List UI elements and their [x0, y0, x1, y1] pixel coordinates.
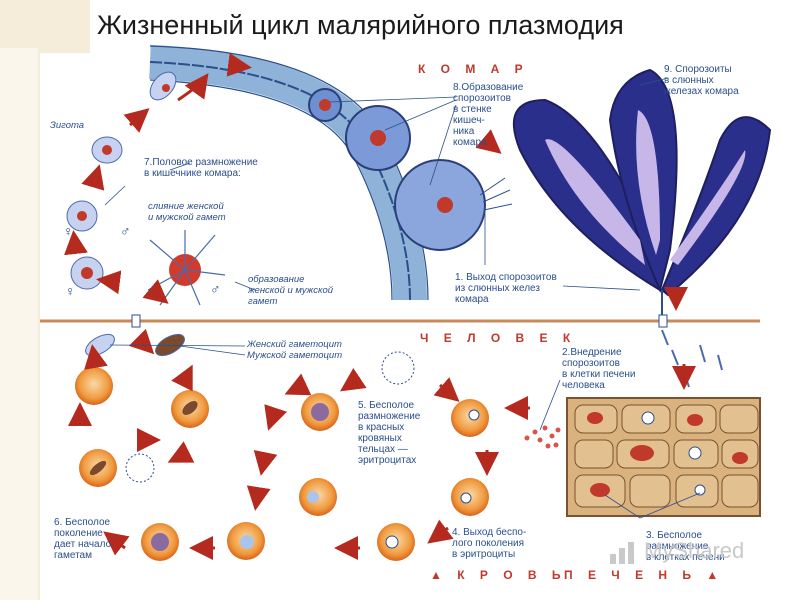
- label-step2-line2: спорозоитов: [562, 358, 620, 369]
- human-arrows: [68, 328, 696, 560]
- label-step8-line1: 8.Образование: [453, 82, 524, 93]
- divider-notch-right: [658, 314, 668, 328]
- label-step9-line1: 9. Спорозоиты: [664, 64, 732, 75]
- label-leaders: [104, 77, 701, 519]
- label-step8-line3: в стенке: [453, 104, 492, 115]
- label-step1-line1: 1. Выход спорозоитов: [455, 272, 557, 283]
- label-step7: 7.Половое размножение в кишечнике комара…: [144, 157, 258, 179]
- label-step9-line2: в слюнных: [664, 75, 714, 86]
- label-step5-line1: 5. Бесполое: [358, 400, 415, 411]
- left-decor-bar-light: [0, 48, 38, 600]
- label-step8-line2: спорозоитов: [453, 93, 511, 104]
- label-gamete-formation-line1: образование: [248, 274, 305, 285]
- watermark-text: MyShared: [644, 538, 745, 563]
- sporozoite-lines: [479, 177, 513, 211]
- divider-notch-left: [131, 314, 141, 328]
- label-step5-line4: кровяных: [358, 433, 402, 444]
- label-step9: 9. Спорозоиты в слюнных железах комара: [664, 64, 739, 97]
- label-step4: 4. Выход беспо- лого поколения в эритроц…: [452, 527, 526, 560]
- label-gamete-formation: образование женской и мужской гамет: [248, 274, 333, 307]
- label-step1: 1. Выход спорозоитов из слюнных желез ко…: [455, 272, 557, 305]
- label-fusion-line1: слияние женской: [148, 201, 224, 212]
- oocysts: [308, 88, 486, 251]
- label-step8-line5: ника: [453, 126, 475, 137]
- label-step2-line1: 2.Внедрение: [562, 347, 622, 358]
- salivary-glands: [512, 68, 772, 320]
- label-step6-line1: 6. Бесполое: [54, 517, 111, 528]
- label-step5: 5. Бесполое размножение в красных кровян…: [358, 400, 420, 466]
- male-symbol-1: ♂: [120, 223, 131, 239]
- gamete-cells: [66, 71, 226, 306]
- label-step4-line3: в эритроциты: [452, 549, 516, 560]
- label-step5-line2: размножение: [358, 411, 421, 422]
- section-liver: П Е Ч Е Н Ь ▲: [564, 568, 725, 582]
- label-female-gametocyte: Женский гаметоцит: [247, 339, 342, 350]
- label-gamete-formation-line3: гамет: [248, 296, 278, 307]
- label-step4-line2: лого поколения: [452, 538, 525, 549]
- liver-tissue: [566, 397, 761, 517]
- label-fusion-line2: и мужской гамет: [148, 212, 226, 223]
- label-step3-line3: в клетках печени: [646, 552, 725, 563]
- page-title: Жизненный цикл малярийного плазмодия: [97, 10, 624, 40]
- label-step7-line2: в кишечнике комара:: [144, 168, 241, 179]
- label-step3-line2: размножение: [646, 541, 709, 552]
- label-step6: 6. Бесполое поколение дает начало гамета…: [54, 517, 111, 561]
- label-step8: 8.Образование спорозоитов в стенке кишеч…: [453, 82, 523, 148]
- label-fusion: слияние женской и мужской гамет: [148, 201, 226, 223]
- sporozoites-entering: [661, 329, 723, 388]
- label-step2: 2.Внедрение спорозоитов в клетки печени …: [562, 347, 636, 391]
- merozoites: [524, 425, 561, 449]
- label-male-gametocyte: Мужской гаметоцит: [247, 350, 343, 361]
- female-symbol-1: ♀: [63, 223, 74, 239]
- label-step6-line2: поколение: [54, 528, 103, 539]
- section-blood: ▲ К Р О В Ь: [430, 568, 567, 582]
- label-step3: 3. Бесполое размножение в клетках печени: [646, 530, 725, 563]
- label-zygote: Зигота: [50, 120, 85, 131]
- label-gamete-formation-line2: женской и мужской: [248, 285, 334, 296]
- male-symbol-2: ♂: [210, 281, 221, 297]
- watermark-chart-icon: [610, 542, 634, 564]
- female-symbol-2: ♀: [65, 283, 76, 299]
- label-step2-line4: человека: [562, 380, 605, 391]
- mosquito-arrows: [64, 52, 688, 311]
- label-step3-line1: 3. Бесполое: [646, 530, 703, 541]
- label-step5-line5: тельцах —: [358, 444, 408, 455]
- label-step8-line4: кишеч-: [453, 115, 485, 126]
- label-step6-line4: гаметам: [54, 550, 92, 561]
- label-step9-line3: железах комара: [664, 86, 739, 97]
- label-step8-line6: комара: [453, 137, 487, 148]
- label-step1-line3: комара: [455, 294, 489, 305]
- label-step5-line6: эритроцитах: [358, 455, 417, 466]
- section-mosquito: К О М А Р: [418, 62, 529, 76]
- section-human: Ч Е Л О В Е К: [420, 331, 577, 345]
- label-step4-line1: 4. Выход беспо-: [452, 527, 527, 538]
- label-step2-line3: в клетки печени: [562, 369, 636, 380]
- label-step5-line3: в красных: [358, 422, 405, 433]
- label-step1-line2: из слюнных желез: [455, 283, 540, 294]
- label-step7-line1: 7.Половое размножение: [144, 157, 258, 168]
- erythrocytes: [75, 333, 489, 561]
- label-step6-line3: дает начало: [54, 539, 112, 550]
